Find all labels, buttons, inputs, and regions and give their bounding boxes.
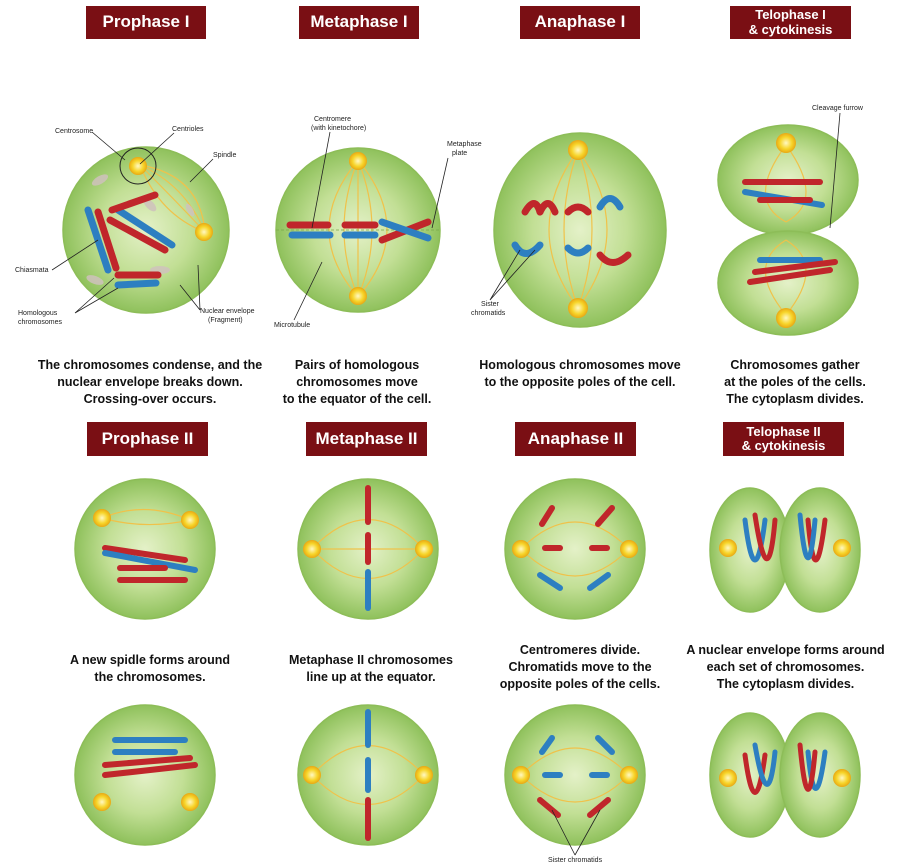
desc-line: opposite poles of the cells.	[499, 677, 661, 691]
title-telophase-1: Telophase I & cytokinesis	[730, 6, 851, 39]
title-prophase-1: Prophase I	[86, 6, 206, 39]
cell-anaphase-2-top	[504, 478, 646, 620]
annotation-microtubule: Microtubule	[274, 261, 323, 329]
cell-anaphase-1	[493, 132, 667, 328]
desc-line: to the opposite poles of the cell.	[484, 375, 676, 389]
desc-line: Chromatids move to the	[508, 660, 652, 674]
annotation-sister-chromatids-2: Sister chromatids	[548, 809, 603, 864]
title-anaphase-2: Anaphase II	[515, 422, 636, 456]
annotation-cleavage-furrow: Cleavage furrow	[812, 105, 864, 229]
annotation-metaphase-plate: Metaphase plate	[431, 141, 482, 229]
title-telophase-1-line1: Telophase I	[755, 7, 826, 23]
desc-line: A nuclear envelope forms around	[686, 643, 885, 657]
label-nuclear-envelope-1: Nuclear envelope	[200, 308, 255, 315]
label-sister-chromatids-1a: Sister	[481, 301, 500, 308]
label-centromere-1: Centromere	[314, 116, 351, 123]
cell-metaphase-2-top	[297, 478, 439, 620]
desc-line: each set of chromosomes.	[706, 660, 865, 674]
cell-prophase-2-top	[74, 478, 216, 620]
label-sister-chromatids-2: Sister chromatids	[548, 857, 603, 864]
label-centromere-2: (with kinetochore)	[311, 125, 366, 132]
desc-line: Chromosomes gather	[730, 358, 860, 372]
title-anaphase-1: Anaphase I	[520, 6, 640, 39]
desc-line: chromosomes move	[296, 375, 418, 389]
annotation-centrosome: Centrosome	[55, 128, 126, 161]
desc-line: to the equator of the cell.	[282, 392, 432, 406]
desc-line: Pairs of homologous	[294, 358, 420, 372]
label-metaphase-plate-1: Metaphase	[447, 141, 482, 148]
label-chiasmata: Chiasmata	[15, 267, 49, 274]
annotation-centromere: Centromere (with kinetochore)	[311, 116, 366, 229]
cell-telophase-1	[717, 124, 859, 336]
annotation-spindle: Spindle	[189, 152, 236, 183]
desc-line: Crossing-over occurs.	[83, 392, 217, 406]
desc-line: Metaphase II chromosomes	[289, 653, 453, 667]
cell-prophase-1	[62, 146, 230, 314]
desc-line: Homologous chromosomes move	[479, 358, 681, 372]
label-metaphase-plate-2: plate	[452, 150, 467, 157]
desc-line: Centromeres divide.	[519, 643, 641, 657]
title-telophase-2-line2: & cytokinesis	[741, 438, 826, 453]
label-centrioles: Centrioles	[172, 126, 204, 133]
title-telophase-2: Telophase II & cytokinesis	[723, 422, 844, 456]
label-cleavage-furrow: Cleavage furrow	[812, 105, 864, 112]
desc-line: The chromosomes condense, and the	[37, 358, 263, 372]
label-homologous-2: chromosomes	[18, 319, 62, 326]
cell-telophase-2-top	[709, 487, 861, 613]
desc-telophase-1: Chromosomes gather at the poles of the c…	[700, 357, 890, 408]
label-centrosome: Centrosome	[55, 128, 93, 135]
annotation-chiasmata: Chiasmata	[15, 239, 99, 274]
title-prophase-2: Prophase II	[87, 422, 208, 456]
desc-anaphase-1: Homologous chromosomes move to the oppos…	[465, 357, 695, 391]
cell-metaphase-2-bottom	[297, 704, 439, 846]
desc-line: at the poles of the cells.	[724, 375, 866, 389]
label-nuclear-envelope-2: (Fragment)	[208, 317, 243, 324]
desc-line: line up at the equator.	[306, 670, 436, 684]
cell-anaphase-2-bottom	[504, 704, 646, 846]
label-microtubule: Microtubule	[274, 322, 310, 329]
desc-line: the chromosomes.	[94, 670, 206, 684]
desc-telophase-2: A nuclear envelope forms around each set…	[678, 642, 893, 693]
cell-telophase-2-bottom	[709, 712, 861, 838]
label-homologous-1: Homologous	[18, 310, 58, 317]
desc-prophase-2: A new spidle forms around the chromosome…	[40, 652, 260, 686]
desc-metaphase-2: Metaphase II chromosomes line up at the …	[266, 652, 476, 686]
desc-metaphase-1: Pairs of homologous chromosomes move to …	[262, 357, 452, 408]
desc-line: nuclear envelope breaks down.	[57, 375, 243, 389]
cell-metaphase-1	[275, 147, 441, 313]
annotation-sister-chromatids-1: Sister chromatids	[471, 249, 536, 317]
label-sister-chromatids-1b: chromatids	[471, 310, 506, 317]
annotation-centrioles: Centrioles	[139, 126, 204, 165]
desc-line: The cytoplasm divides.	[726, 392, 864, 406]
label-spindle: Spindle	[213, 152, 236, 159]
desc-line: A new spidle forms around	[70, 653, 230, 667]
desc-line: The cytoplasm divides.	[716, 677, 855, 691]
title-metaphase-2: Metaphase II	[306, 422, 427, 456]
annotation-homologous: Homologous chromosomes	[18, 277, 119, 326]
desc-prophase-1: The chromosomes condense, and the nuclea…	[10, 357, 290, 408]
cell-prophase-2-bottom	[74, 704, 216, 846]
desc-anaphase-2: Centromeres divide. Chromatids move to t…	[480, 642, 680, 693]
annotation-nuclear-envelope: Nuclear envelope (Fragment)	[179, 264, 255, 324]
title-metaphase-1: Metaphase I	[299, 6, 419, 39]
title-telophase-1-line2: & cytokinesis	[748, 21, 833, 37]
title-telophase-2-line1: Telophase II	[746, 423, 821, 439]
